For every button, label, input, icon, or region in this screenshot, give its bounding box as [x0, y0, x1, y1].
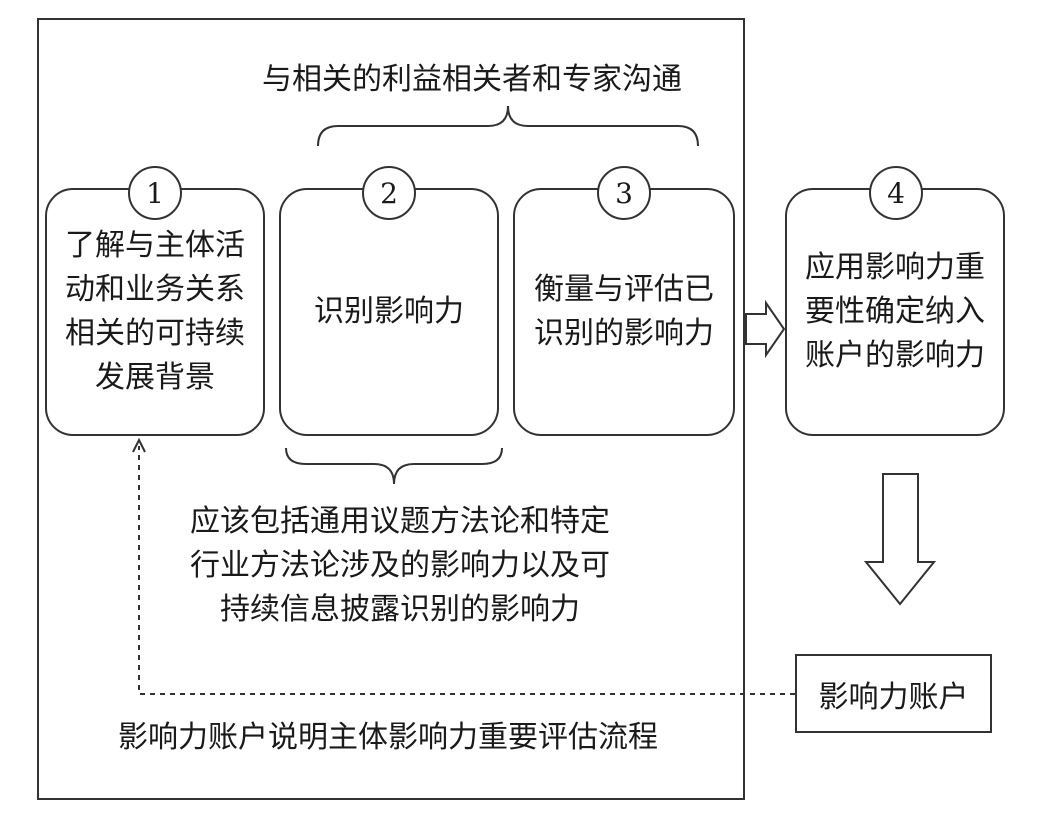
top-note: 与相关的利益相关者和专家沟通: [262, 62, 682, 97]
feedback-arrowhead: [132, 437, 146, 453]
step-2-box: 识别影响力: [279, 188, 499, 436]
step-3-number: 3: [597, 166, 651, 220]
step-4-text: 应用影响力重 要性确定纳入 账户的影响力: [805, 250, 985, 373]
process-frame: [37, 18, 745, 800]
impact-account-label: 影响力账户: [818, 679, 969, 715]
step-2-text: 识别影响力: [314, 294, 464, 329]
step-1-text: 了解与主体活 动和业务关系 相关的可持续 发展背景: [65, 228, 245, 395]
top-brace: [317, 105, 699, 147]
step-3-box: 衡量与评估已 识别的影响力: [513, 188, 735, 436]
step-3-text: 衡量与评估已 识别的影响力: [534, 272, 714, 351]
diagram-caption: 影响力账户说明主体影响力重要评估流程: [118, 720, 658, 755]
step-4-number: 4: [869, 166, 923, 220]
down-arrow: [863, 473, 937, 606]
step-1-number: 1: [128, 166, 182, 220]
scope-note: 应该包括通用议题方法论和特定 行业方法论涉及的影响力以及可 持续信息披露识别的影…: [190, 504, 610, 627]
feedback-dashed-line: [138, 446, 795, 695]
step-2-number: 2: [362, 166, 416, 220]
impact-account-box: 影响力账户: [795, 654, 992, 733]
step-1-box: 了解与主体活 动和业务关系 相关的可持续 发展背景: [45, 188, 265, 436]
step-4-box: 应用影响力重 要性确定纳入 账户的影响力: [785, 188, 1005, 436]
bottom-brace: [285, 447, 503, 485]
right-arrow: [745, 299, 786, 359]
